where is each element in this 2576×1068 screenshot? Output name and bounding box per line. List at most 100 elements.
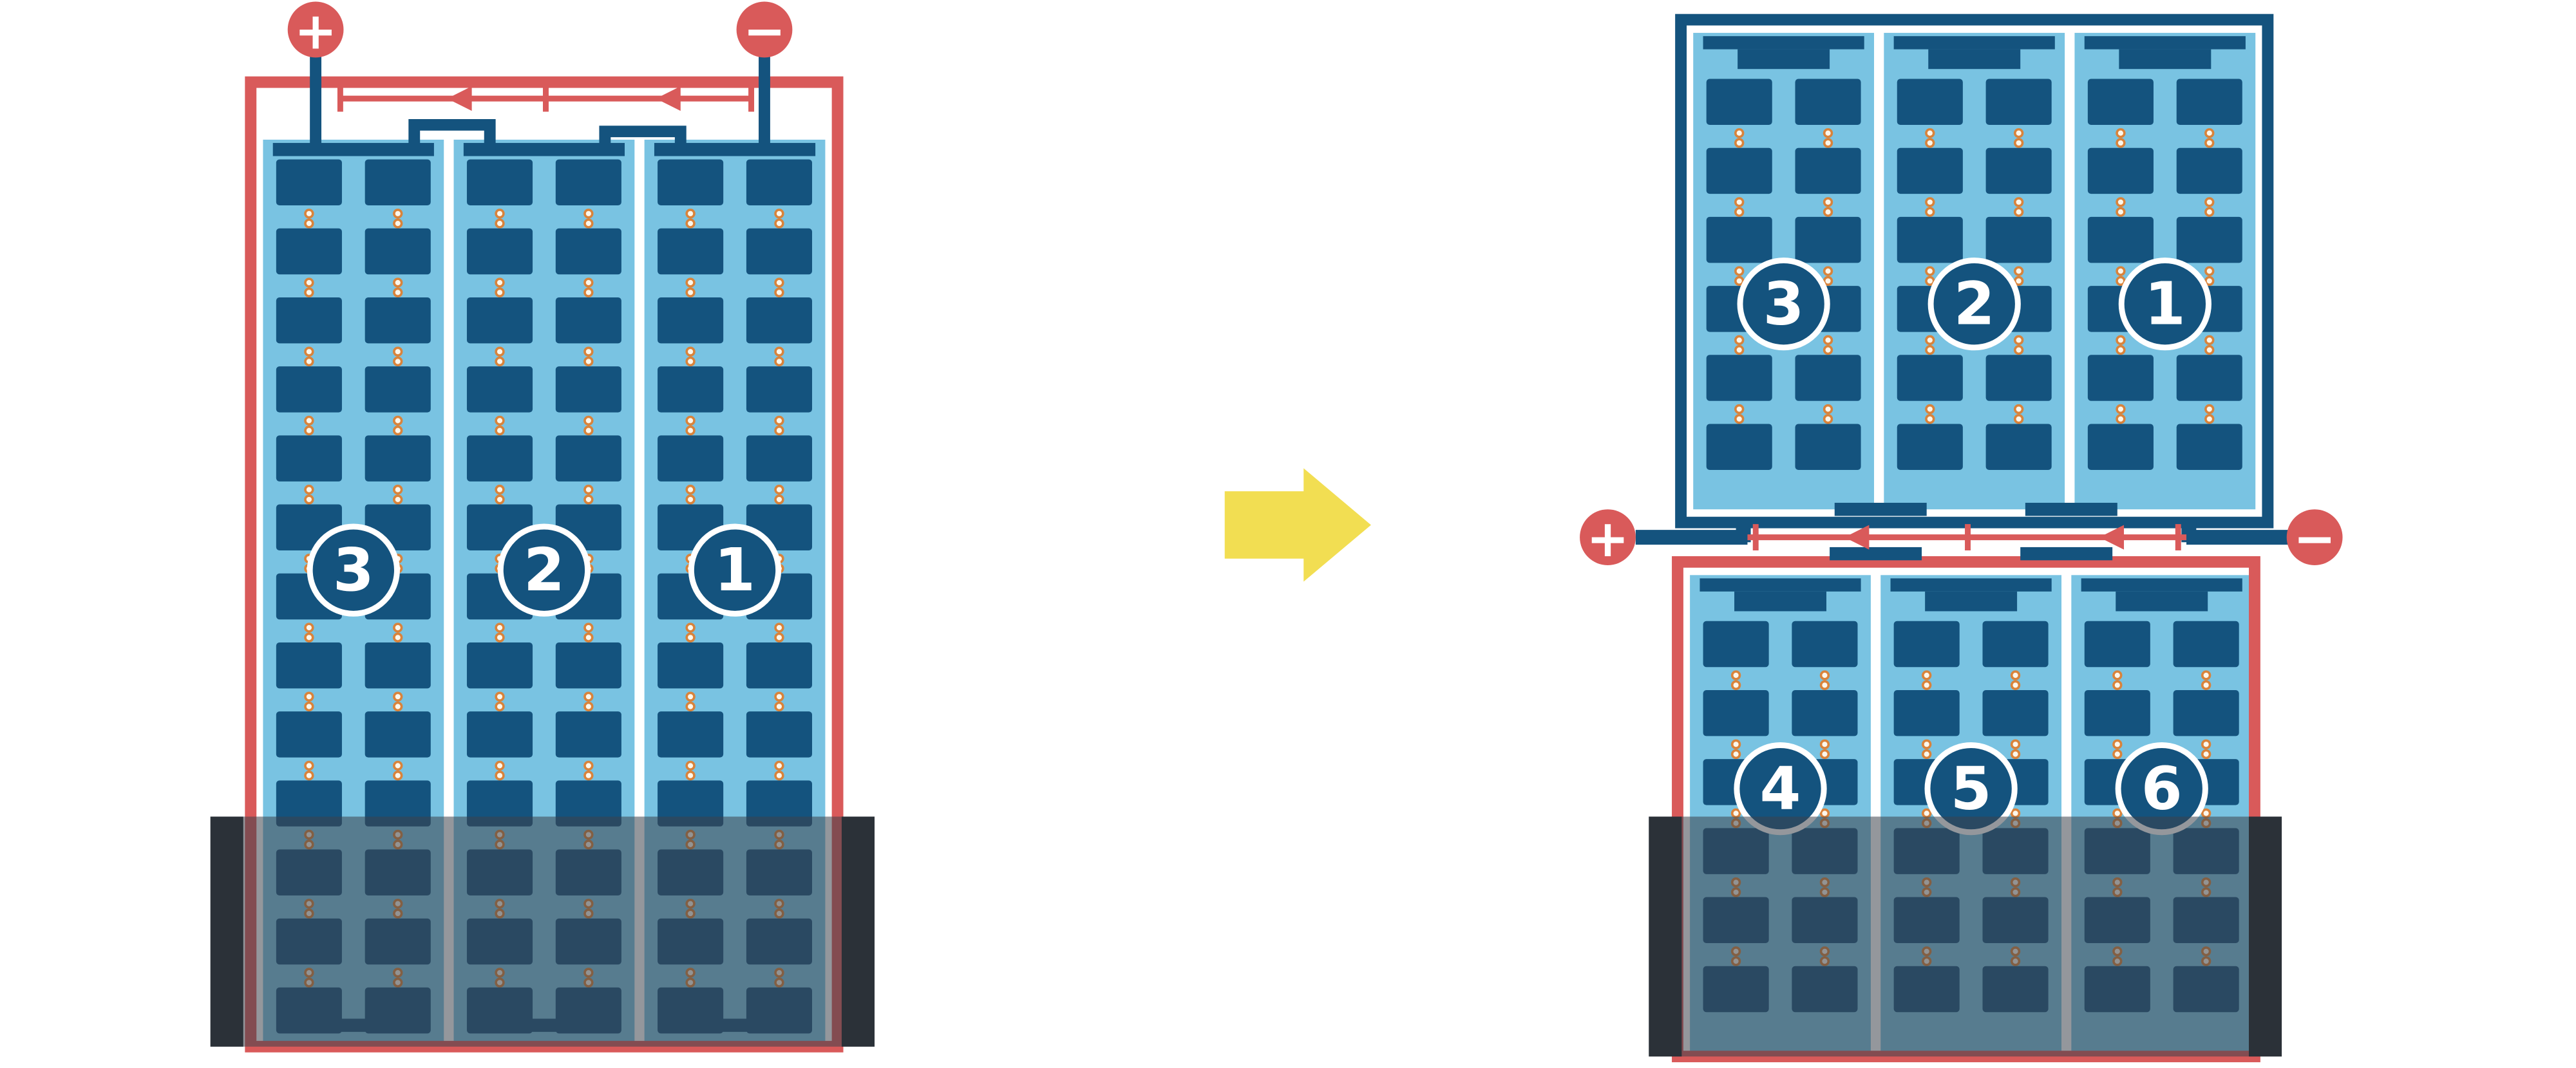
cell-dot <box>2010 808 2021 819</box>
pv-cell <box>658 435 724 482</box>
cell-dot <box>495 209 505 219</box>
cell-dot <box>1823 197 1833 207</box>
cell-dot <box>1819 739 1830 749</box>
cell-dot <box>774 277 784 288</box>
pv-cell <box>2176 216 2242 263</box>
bus-tab <box>1928 49 2021 70</box>
cell-dot <box>304 691 314 702</box>
pv-cell <box>1985 79 2052 125</box>
cell-dot <box>1819 670 1830 680</box>
arrowhead-left-icon <box>656 86 681 111</box>
shade-edge-bar <box>210 816 243 1047</box>
cell-dot <box>304 771 314 781</box>
cell-dot <box>2201 680 2211 690</box>
cell-dot <box>1925 404 1935 415</box>
pv-cell <box>746 780 813 827</box>
bus-bar <box>463 143 625 156</box>
pv-cell <box>276 297 342 344</box>
cell-dot <box>774 346 784 357</box>
cell-dot <box>393 426 403 436</box>
cell-dot <box>2204 335 2215 345</box>
cell-dot <box>2201 749 2211 760</box>
panel-label: 4 <box>1760 754 1801 823</box>
cell-dot <box>1925 138 1935 148</box>
cell-dot <box>2116 276 2126 286</box>
shade-overlay <box>1649 816 2282 1057</box>
plus-terminal-icon <box>1580 509 1636 565</box>
pv-cell <box>276 435 342 482</box>
cell-dot <box>495 356 505 367</box>
cell-dot <box>1734 197 1745 207</box>
pv-cell <box>2176 79 2242 125</box>
cell-dot <box>685 760 696 771</box>
cell-dot <box>2112 680 2123 690</box>
arrowhead-left-icon <box>1844 525 1870 550</box>
right-diagram: 3 2 1 4 5 6 + − <box>1580 14 2343 1063</box>
pv-cell <box>1893 621 1960 668</box>
cell-dot <box>2204 207 2215 217</box>
cell-dot <box>1823 335 1833 345</box>
pv-cell <box>2084 689 2150 736</box>
cell-dot <box>1925 207 1935 217</box>
cell-dot <box>774 760 784 771</box>
blue-wiring-frame <box>1675 14 2274 529</box>
bus-bar <box>2084 36 2246 50</box>
cell-dot <box>1823 276 1833 286</box>
cell-dot <box>2116 138 2126 148</box>
cell-dot <box>2201 808 2211 819</box>
cell-dot <box>1823 138 1833 148</box>
shade-edge-bar <box>841 816 875 1047</box>
panel-badge-circle <box>307 523 400 617</box>
pv-cell <box>365 711 431 758</box>
minus-terminal-icon <box>2286 509 2343 565</box>
cell-dot <box>2116 266 2126 276</box>
cell-dot <box>685 209 696 219</box>
pv-cell <box>1982 621 2049 668</box>
pv-cell <box>2173 621 2239 668</box>
minus-sign: − <box>2293 509 2336 568</box>
cell-dot <box>685 277 696 288</box>
cell-dot <box>685 287 696 297</box>
pv-cell <box>1795 424 1861 470</box>
pv-cell <box>466 159 533 206</box>
pv-cell <box>1897 79 1963 125</box>
pv-cell <box>466 366 533 413</box>
pv-cell <box>746 435 813 482</box>
cell-dot <box>2116 207 2126 217</box>
pv-cell <box>555 780 621 827</box>
cell-dot <box>304 494 314 505</box>
pv-cell <box>1795 79 1861 125</box>
bus-bar <box>2081 578 2242 592</box>
cell-dot <box>774 484 784 495</box>
cell-dot <box>2204 138 2215 148</box>
current-direction-indicator <box>1747 524 2187 551</box>
cell-dot <box>1823 207 1833 217</box>
cell-dot <box>1730 680 1741 690</box>
pv-cell <box>658 159 724 206</box>
pv-cell <box>2176 147 2242 194</box>
pv-cell <box>658 642 724 689</box>
cell-dot <box>2010 749 2021 760</box>
pv-cell <box>2173 689 2239 736</box>
panel-label: 1 <box>2145 270 2186 339</box>
cell-dot <box>393 494 403 505</box>
panel-badge-circle <box>497 523 591 617</box>
cell-dot <box>2204 414 2215 424</box>
cell-dot <box>583 484 594 495</box>
cell-dot <box>2010 670 2021 680</box>
pv-cell <box>466 711 533 758</box>
positive-lead <box>310 55 322 151</box>
pv-cell <box>1706 79 1772 125</box>
pv-cell <box>365 780 431 827</box>
pv-cell <box>1795 355 1861 401</box>
pv-cell <box>1897 424 1963 470</box>
cell-dot <box>774 494 784 505</box>
pv-cell <box>2087 147 2154 194</box>
series-jumper <box>2025 503 2117 516</box>
cell-dot <box>1734 404 1745 415</box>
cell-dot <box>1823 404 1833 415</box>
pv-cell <box>746 228 813 275</box>
cell-dot <box>2112 749 2123 760</box>
minus-terminal-icon <box>736 1 793 58</box>
